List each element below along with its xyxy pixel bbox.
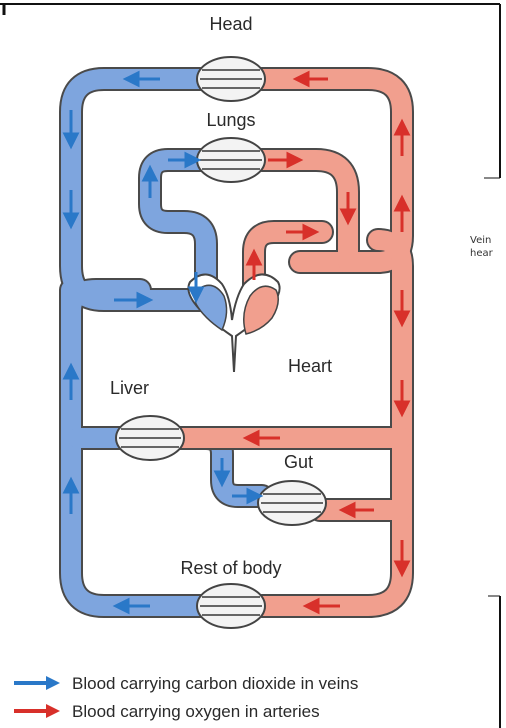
legend: Blood carrying carbon dioxide in veins B…	[14, 674, 358, 721]
side-caption: Vein hear	[470, 234, 506, 260]
organ-liver	[116, 416, 184, 460]
label-liver: Liver	[110, 378, 149, 398]
legend-veins-text: Blood carrying carbon dioxide in veins	[72, 674, 358, 693]
label-rest-of-body: Rest of body	[180, 558, 281, 578]
organ-head	[197, 57, 265, 101]
side-caption-line2: hear	[470, 248, 493, 259]
organ-lungs	[197, 138, 265, 182]
label-head: Head	[209, 14, 252, 34]
label-heart: Heart	[288, 356, 332, 376]
legend-artery-arrow	[14, 704, 60, 718]
legend-arteries-text: Blood carrying oxygen in arteries	[72, 702, 320, 721]
legend-vein-arrow	[14, 676, 60, 690]
organ-rest-of-body	[197, 584, 265, 628]
organ-gut	[258, 481, 326, 525]
label-lungs: Lungs	[206, 110, 255, 130]
side-caption-line1: Vein	[470, 235, 491, 246]
label-gut: Gut	[284, 452, 313, 472]
